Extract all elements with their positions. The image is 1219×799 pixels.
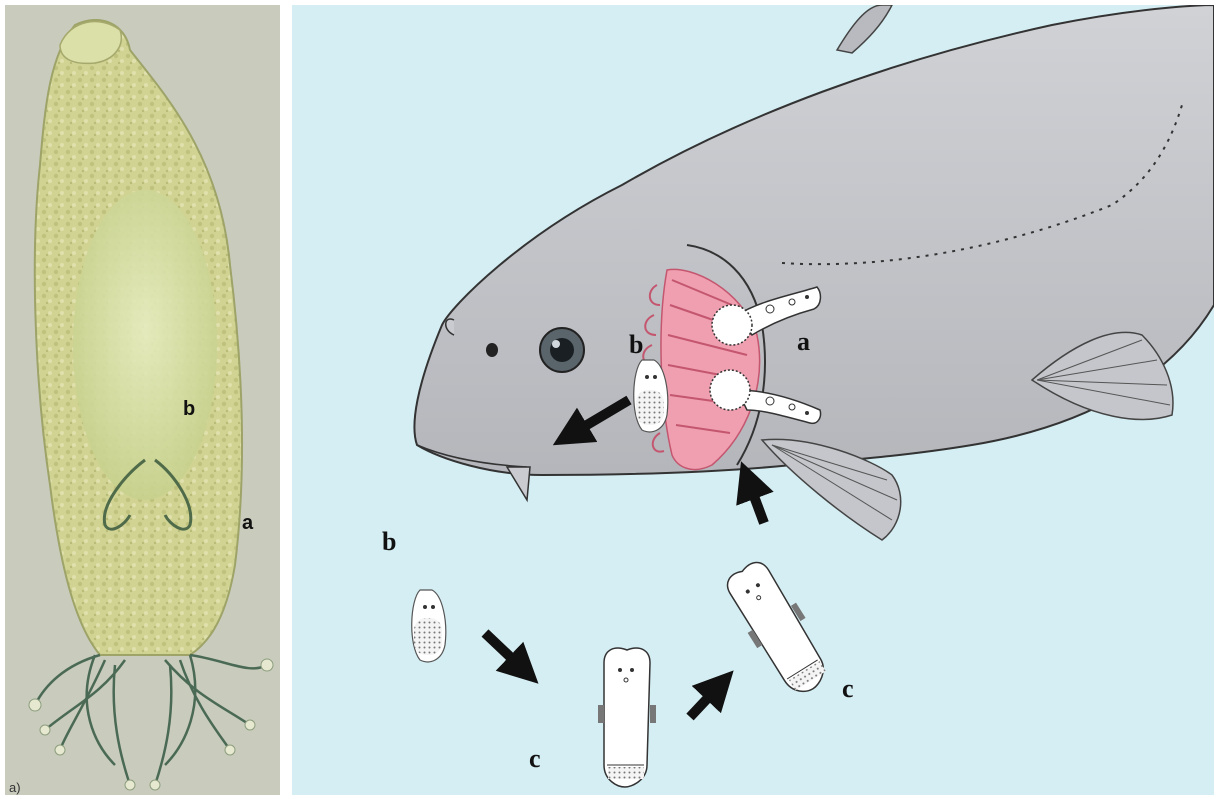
arrow-c-to-c xyxy=(690,685,720,717)
fish-nostril xyxy=(486,343,498,357)
lifecycle-diagram: a b b c c xyxy=(292,5,1214,795)
label-b-on-fish: b xyxy=(629,330,643,359)
juvenile-c-right xyxy=(717,554,839,702)
posterior-hooks xyxy=(35,655,267,785)
lifecycle-panel: a b b c c xyxy=(292,5,1214,795)
dorsal-fin xyxy=(837,5,892,53)
arrow-b-to-c xyxy=(485,633,524,670)
parasite-inner-region xyxy=(73,190,217,500)
micro-panel-tag: a) xyxy=(9,780,21,795)
micrograph-panel: b a a) xyxy=(5,5,280,795)
label-b-free: b xyxy=(382,527,396,556)
micro-label-a: a xyxy=(242,512,254,534)
label-c-right: c xyxy=(842,674,854,703)
larva-b-free xyxy=(412,590,446,662)
micrograph-image: b a a) xyxy=(5,5,280,795)
arrow-c-to-gill xyxy=(748,480,764,523)
juvenile-c-bottom xyxy=(598,648,656,787)
label-a-adult: a xyxy=(797,327,810,356)
micro-label-b: b xyxy=(183,398,195,420)
larva-b-on-fish xyxy=(634,360,668,432)
label-c-bottom: c xyxy=(529,744,541,773)
posterior-hook-tips xyxy=(29,659,273,790)
chin-barbel xyxy=(507,467,530,500)
fish-eye-highlight xyxy=(552,340,560,348)
